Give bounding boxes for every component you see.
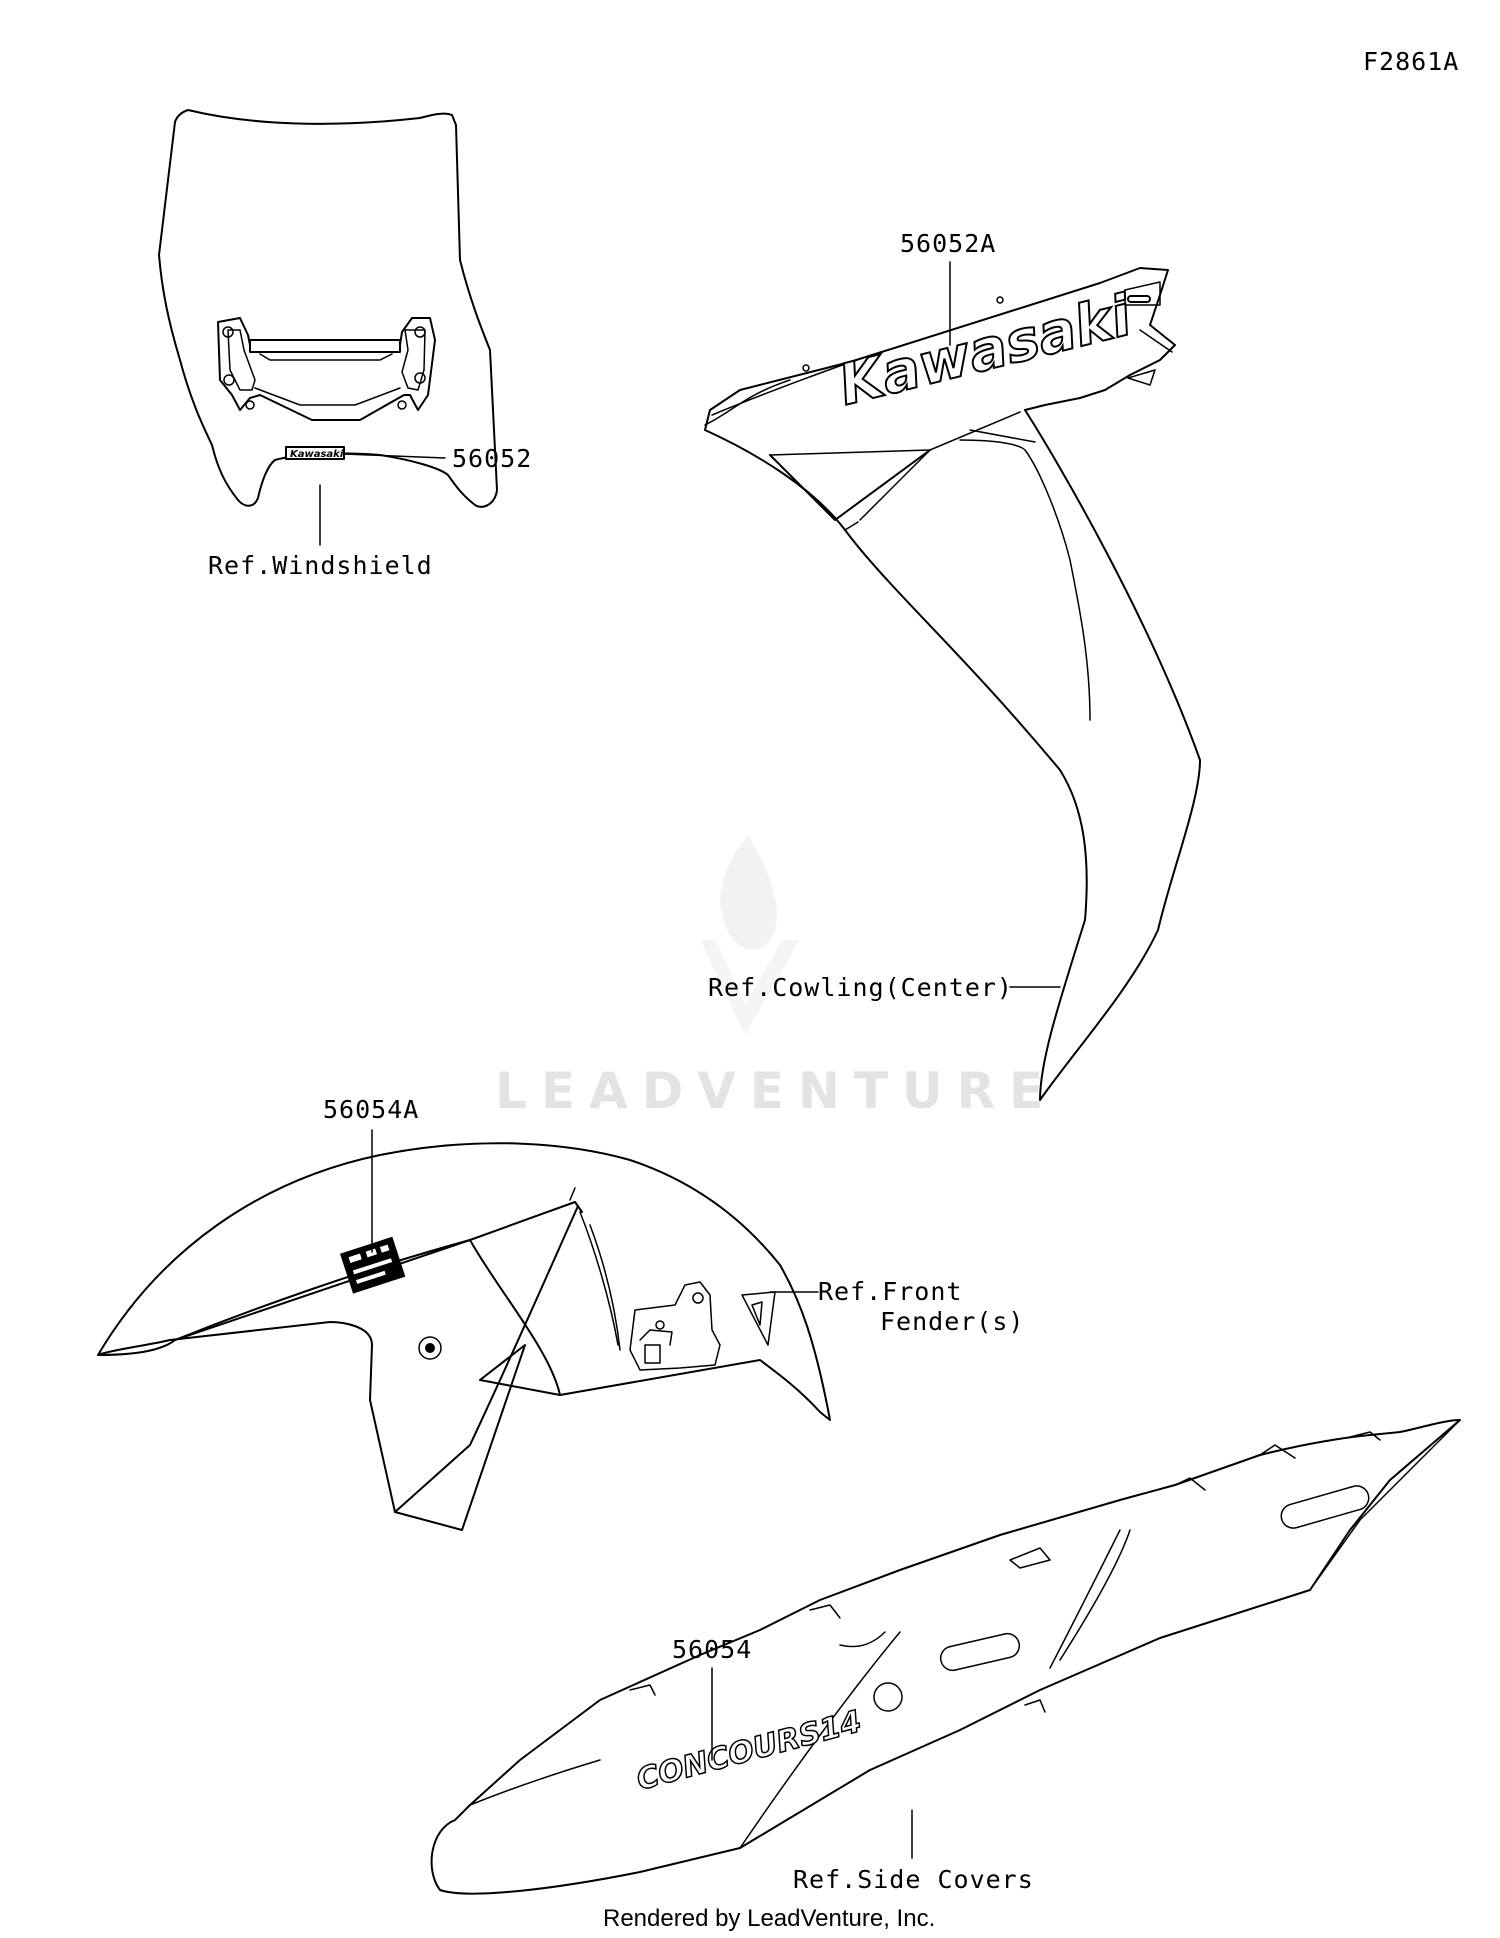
flame-logo-icon <box>700 835 800 1035</box>
windshield-drawing: Kawasaki <box>158 109 498 546</box>
leader-56052 <box>343 453 446 459</box>
watermark-text: LEADVENTURE <box>495 1062 1057 1120</box>
side-cover-concours-decal: CONCOURS14 <box>633 1704 865 1798</box>
part-number-56052: 56052 <box>452 444 532 473</box>
fender-side-panel <box>174 1239 561 1396</box>
fender-outline <box>97 1142 831 1531</box>
cowling-kawasaki-decal: Kawasaki <box>833 283 1139 418</box>
ref-cowling-label: Ref.Cowling(Center) <box>708 973 1013 1002</box>
ref-front-fender-label-line1: Ref.Front <box>818 1277 962 1306</box>
figure-code: F2861A <box>1363 47 1459 76</box>
part-number-56054a: 56054A <box>323 1095 419 1124</box>
windshield-kawasaki-decal <box>285 446 345 460</box>
leadventure-watermark: LEADVENTURE <box>495 835 1057 1120</box>
side-cover-drawing: CONCOURS14 <box>430 1419 1461 1895</box>
windshield-decal-text: Kawasaki <box>290 449 344 460</box>
cowling-outline <box>704 267 1201 1101</box>
fender-decal <box>340 1236 406 1294</box>
part-number-56052a: 56052A <box>900 229 996 258</box>
part-number-56054: 56054 <box>672 1635 752 1664</box>
side-cover-outline <box>430 1419 1461 1895</box>
front-fender-drawing <box>97 1129 831 1531</box>
ref-side-covers-label: Ref.Side Covers <box>793 1865 1034 1894</box>
windshield-outline <box>158 109 498 508</box>
ref-windshield-label: Ref.Windshield <box>208 551 433 580</box>
rendered-by-footer: Rendered by LeadVenture, Inc. <box>603 1905 935 1932</box>
bracket-crossbar <box>249 339 401 353</box>
ref-front-fender-label-line2: Fender(s) <box>880 1307 1024 1336</box>
